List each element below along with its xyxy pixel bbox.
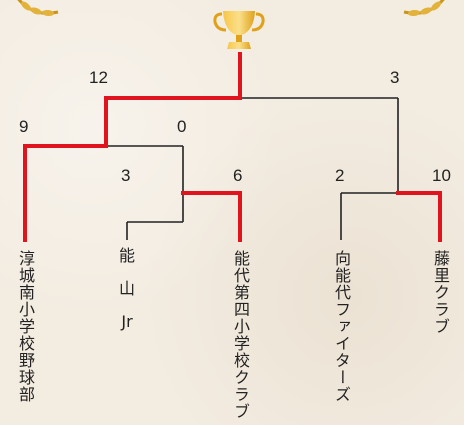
laurel-left-icon bbox=[17, 0, 59, 17]
trophy-icon bbox=[213, 11, 265, 49]
team-name-4: 向能代ファイターズ bbox=[332, 250, 351, 403]
team-name-5: 藤里クラブ bbox=[431, 250, 450, 335]
team-name-2: 能 山 Jr bbox=[107, 248, 147, 347]
score-semi-right-a: 2 bbox=[335, 166, 345, 185]
score-final-right: 3 bbox=[390, 68, 400, 87]
team-name-2-part: Jr bbox=[121, 312, 133, 331]
team-name-3: 能代第四小学校クラブ bbox=[231, 250, 250, 420]
team-name-2-part: 山 bbox=[118, 279, 135, 298]
score-qf-a: 3 bbox=[121, 166, 131, 185]
score-semi-left-a: 9 bbox=[19, 117, 29, 136]
score-final-left: 12 bbox=[89, 68, 108, 87]
score-semi-right-b: 10 bbox=[432, 166, 451, 185]
score-qf-b: 6 bbox=[233, 166, 243, 185]
team-name-2-part: 能 bbox=[118, 246, 135, 265]
laurel-right-icon bbox=[403, 0, 445, 17]
team-name-1: 淳城南小学校野球部 bbox=[16, 250, 35, 403]
score-semi-left-b: 0 bbox=[177, 117, 187, 136]
